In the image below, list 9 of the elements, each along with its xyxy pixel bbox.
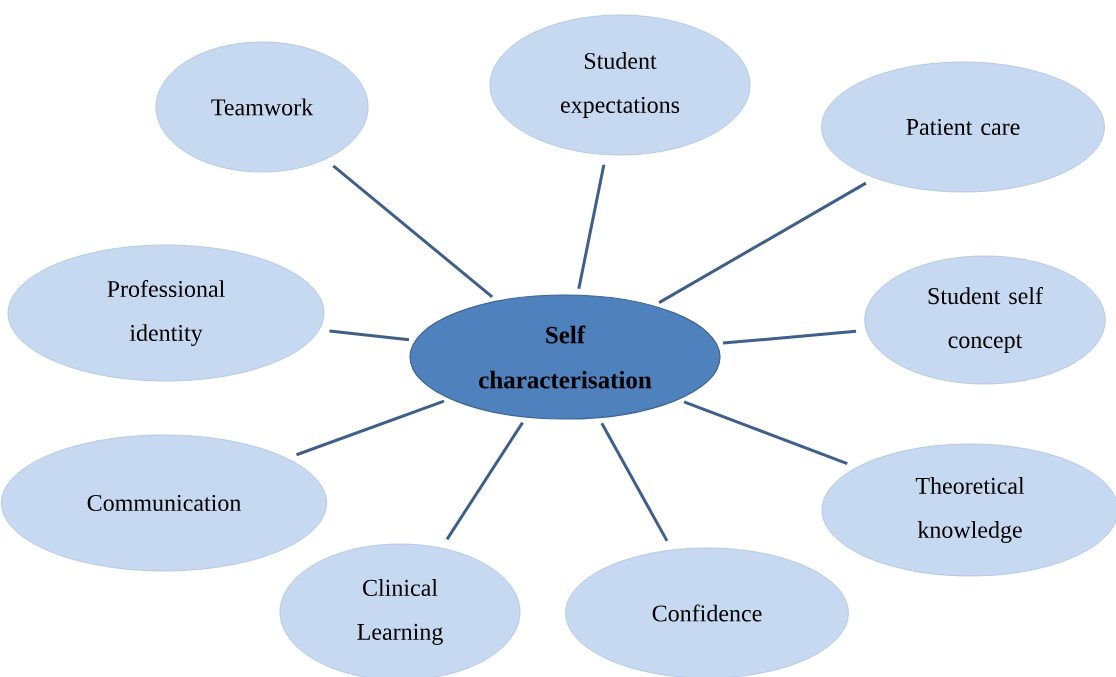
connector-line bbox=[600, 422, 669, 542]
connector-line bbox=[332, 164, 494, 299]
connector-line bbox=[296, 399, 445, 457]
connector-line bbox=[445, 421, 524, 541]
connector-line bbox=[329, 329, 410, 342]
connector-line bbox=[722, 329, 857, 345]
connector-line bbox=[683, 400, 848, 466]
connector-line bbox=[658, 181, 867, 304]
connector-line bbox=[577, 164, 606, 290]
